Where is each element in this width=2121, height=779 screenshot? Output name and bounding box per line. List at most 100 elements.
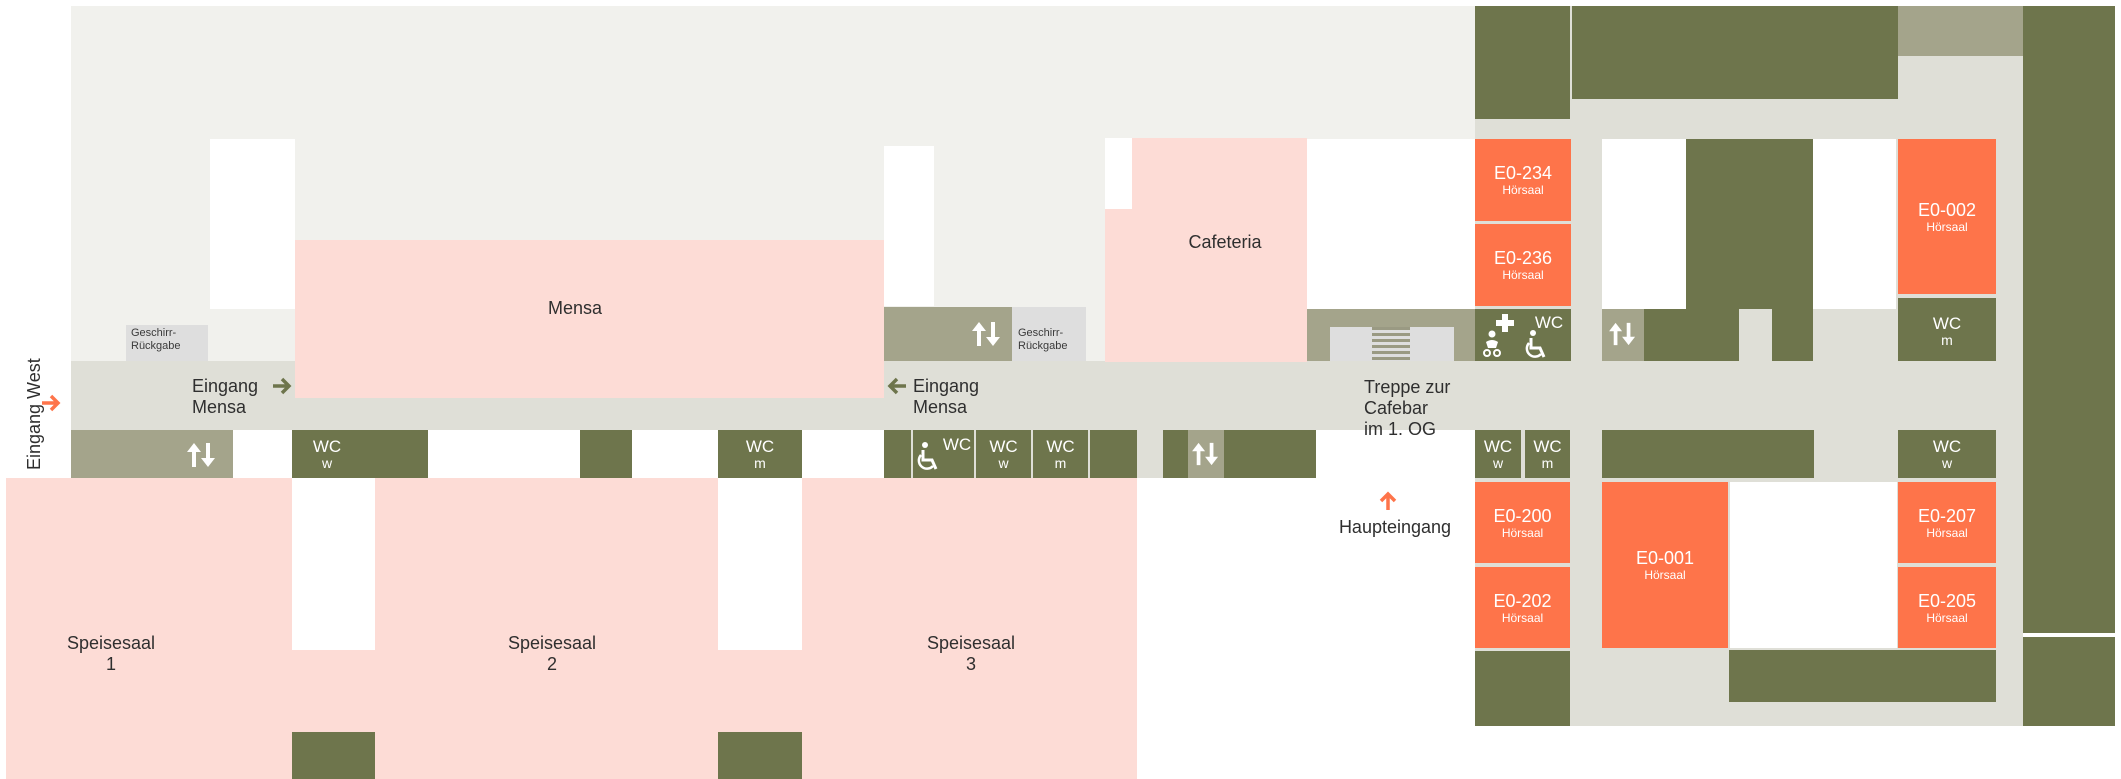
wc-family[interactable]: WC [1530,311,1568,333]
wc-men-west[interactable]: WC m [718,433,802,477]
wc-block-m-west [718,430,802,478]
void [1105,138,1132,209]
wheelchair-icon [1525,330,1546,358]
geschirr-rueckgabe-west-label: Geschirr-Rückgabe [131,327,181,352]
divider [1031,430,1033,478]
wc-block-w-east [1898,430,1996,478]
divider [1137,430,1163,478]
arrow-up-icon [1379,491,1397,510]
mensa-area [295,240,884,398]
void [210,139,295,309]
wc-men-south[interactable]: WC m [1525,433,1570,477]
speisesaal-area [6,478,1137,779]
elevator-cell [1188,430,1224,478]
geschirr-rueckgabe-east-label: Geschirr-Rückgabe [1018,327,1068,352]
elevator-icon [1192,442,1219,466]
void [1602,139,1686,309]
wc-label: WC [312,437,342,456]
wc-label: WC [1046,437,1075,456]
wc-women-central[interactable]: WC w [976,433,1031,477]
wc-men-east[interactable]: WC m [1898,310,1996,354]
first-aid-icon [1496,314,1514,332]
divider [1088,430,1090,478]
room-id: E0-236 [1493,248,1553,268]
wc-accessible-central[interactable]: WC [940,433,974,455]
elevator-icon [972,322,1000,346]
wc-women-east[interactable]: WC w [1898,433,1996,477]
stairs-icon [1372,327,1410,360]
block [1475,6,1570,119]
wc-label: WC [989,437,1018,456]
room-id: E0-200 [1493,505,1552,526]
elevator-block-east [1602,309,1644,361]
room-e0-236[interactable]: E0-236 Hörsaal [1475,224,1571,306]
void [884,146,934,306]
void [1306,139,1475,309]
room-id: E0-202 [1493,590,1552,611]
elevator-block-mensa [884,307,1012,361]
room-e0-234[interactable]: E0-234 Hörsaal [1475,139,1571,221]
block [1686,139,1813,309]
service-block [1898,6,2023,56]
room-type: Hörsaal [1926,525,1968,540]
wc-label: WC [942,434,972,454]
wc-gender: w [1492,455,1504,471]
cafeteria-label: Cafeteria [1188,232,1262,252]
stairs-opening [1330,327,1454,361]
wc-block-w-south [1475,430,1521,478]
elevator-block-central [1163,430,1316,478]
room-id: E0-002 [1917,199,1977,220]
room-e0-200[interactable]: E0-200 Hörsaal [1475,482,1570,563]
cafeteria-area [1105,138,1307,362]
void [1730,482,1897,648]
divider [911,430,913,478]
haupteingang-label: Haupteingang [1338,517,1452,537]
wc-women-west[interactable]: WC w [292,433,362,477]
open-area [1137,476,1474,776]
room-type: Hörsaal [1501,610,1544,625]
geschirr-rueckgabe-east [1012,307,1086,361]
wc-label: WC [1483,437,1513,456]
room-type: Hörsaal [1502,183,1544,197]
room-type: Hörsaal [1926,219,1968,234]
void [1812,139,1896,309]
room-type: Hörsaal [1502,268,1544,282]
room-type: Hörsaal [1926,610,1968,625]
wc-women-south[interactable]: WC w [1475,433,1521,477]
block [292,732,375,779]
wc-gender: m [754,455,766,471]
baby-changing-icon [1483,330,1501,357]
room-type: Hörsaal [1501,525,1544,540]
wc-label: WC [745,437,775,456]
block [1644,309,1739,361]
room-id: E0-001 [1635,548,1695,568]
room-type: Hörsaal [1644,568,1686,582]
block [1572,6,1898,99]
wc-label: WC [1533,437,1562,456]
elevator-icon [1609,322,1636,346]
divider [974,430,976,478]
room-e0-001[interactable]: E0-001 Hörsaal [1602,482,1728,648]
eingang-west-label: Eingang West [24,358,44,470]
room-e0-002[interactable]: E0-002 Hörsaal [1898,139,1996,294]
room-e0-205[interactable]: E0-205 Hörsaal [1898,567,1996,648]
block [1602,430,1814,478]
room-e0-202[interactable]: E0-202 Hörsaal [1475,567,1570,648]
wc-label: WC [1932,437,1962,456]
room-id: E0-234 [1493,163,1553,183]
block [580,430,632,478]
void [292,478,375,650]
wc-label: WC [1932,314,1962,333]
room-e0-207[interactable]: E0-207 Hörsaal [1898,482,1996,563]
block [2023,6,2115,633]
wc-men-central[interactable]: WC m [1033,433,1088,477]
wc-block-m-east [1898,298,1996,361]
arrow-left-icon [887,377,906,395]
elevator-icon [187,443,215,467]
room-id: E0-205 [1917,590,1977,611]
wc-gender: m [1054,455,1067,471]
